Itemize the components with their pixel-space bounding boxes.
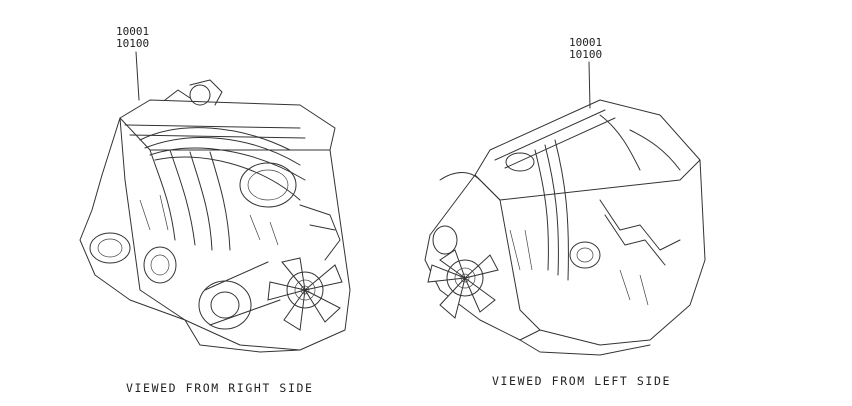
cooling-fan-right xyxy=(267,257,343,331)
caption-right-side-view: VIEWED FROM RIGHT SIDE xyxy=(126,381,314,395)
cooling-fan-left xyxy=(427,249,499,319)
caption-left-side-view: VIEWED FROM LEFT SIDE xyxy=(492,374,671,388)
leader-line-left xyxy=(588,61,591,109)
part-number-label: 10001 xyxy=(569,36,603,49)
part-number-label: 10100 xyxy=(569,48,603,61)
engine-left-side-illustration xyxy=(424,61,706,356)
part-number-label: 10100 xyxy=(116,37,150,50)
engine-right-side-illustration xyxy=(79,51,351,353)
leader-line-right xyxy=(135,51,140,101)
part-number-label: 10001 xyxy=(116,25,150,38)
